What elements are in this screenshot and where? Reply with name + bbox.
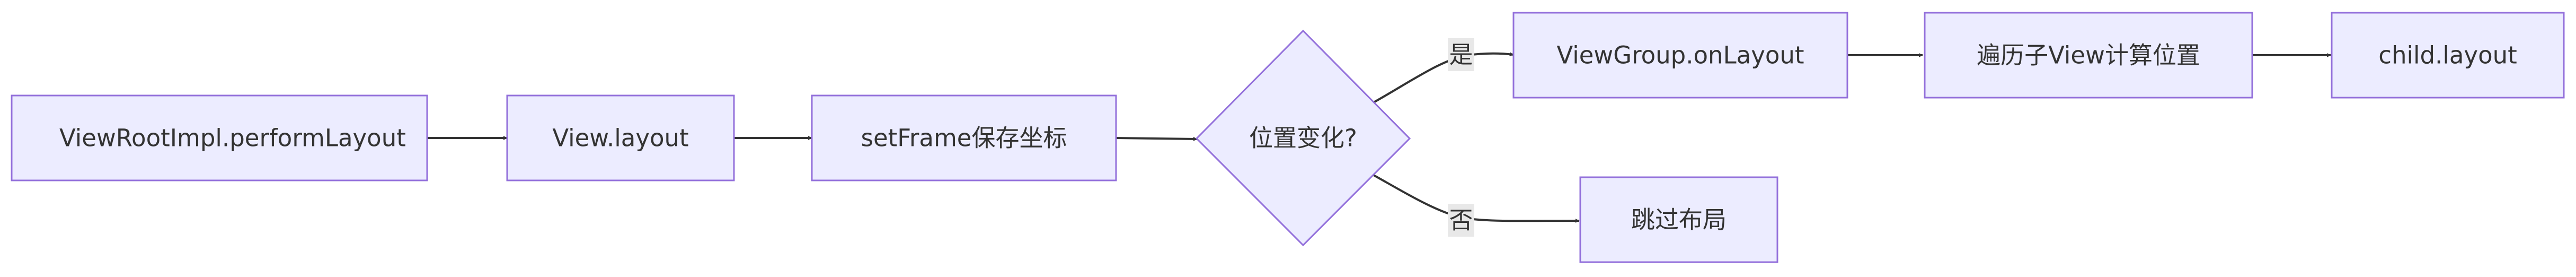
node-child-layout-label: child.layout (2378, 41, 2517, 70)
edge-decision-no-to-skip-layout (1373, 174, 1580, 223)
edge-label-no-text: 否 (1449, 206, 1473, 235)
node-iterate-children: 遍历子View计算位置 (1924, 12, 2253, 99)
edge-label-yes-text: 是 (1449, 41, 1473, 69)
node-child-layout: child.layout (2331, 12, 2565, 99)
edge-set-frame-to-decision (1116, 136, 1198, 141)
node-set-frame: setFrame保存坐标 (811, 94, 1117, 181)
node-position-changed-decision: 位置变化? (1195, 29, 1411, 247)
node-viewrootimpl-perform-layout-label: ViewRootImpl.performLayout (59, 124, 406, 152)
node-position-changed-label: 位置变化? (1249, 124, 1357, 152)
edge-decision-yes-to-viewgroup-onlayout (1373, 52, 1514, 103)
node-set-frame-label: setFrame保存坐标 (861, 124, 1067, 152)
node-view-layout-label: View.layout (552, 124, 688, 152)
edge-label-no: 否 (1448, 204, 1474, 237)
node-viewgroup-onlayout-label: ViewGroup.onLayout (1556, 41, 1804, 70)
edge-label-yes: 是 (1448, 38, 1474, 71)
node-skip-layout: 跳过布局 (1579, 176, 1778, 263)
node-viewgroup-onlayout: ViewGroup.onLayout (1512, 12, 1848, 99)
node-view-layout: View.layout (506, 94, 735, 181)
node-skip-layout-label: 跳过布局 (1631, 206, 1727, 234)
node-iterate-children-label: 遍历子View计算位置 (1977, 41, 2200, 70)
node-viewrootimpl-perform-layout: ViewRootImpl.performLayout (11, 94, 428, 181)
